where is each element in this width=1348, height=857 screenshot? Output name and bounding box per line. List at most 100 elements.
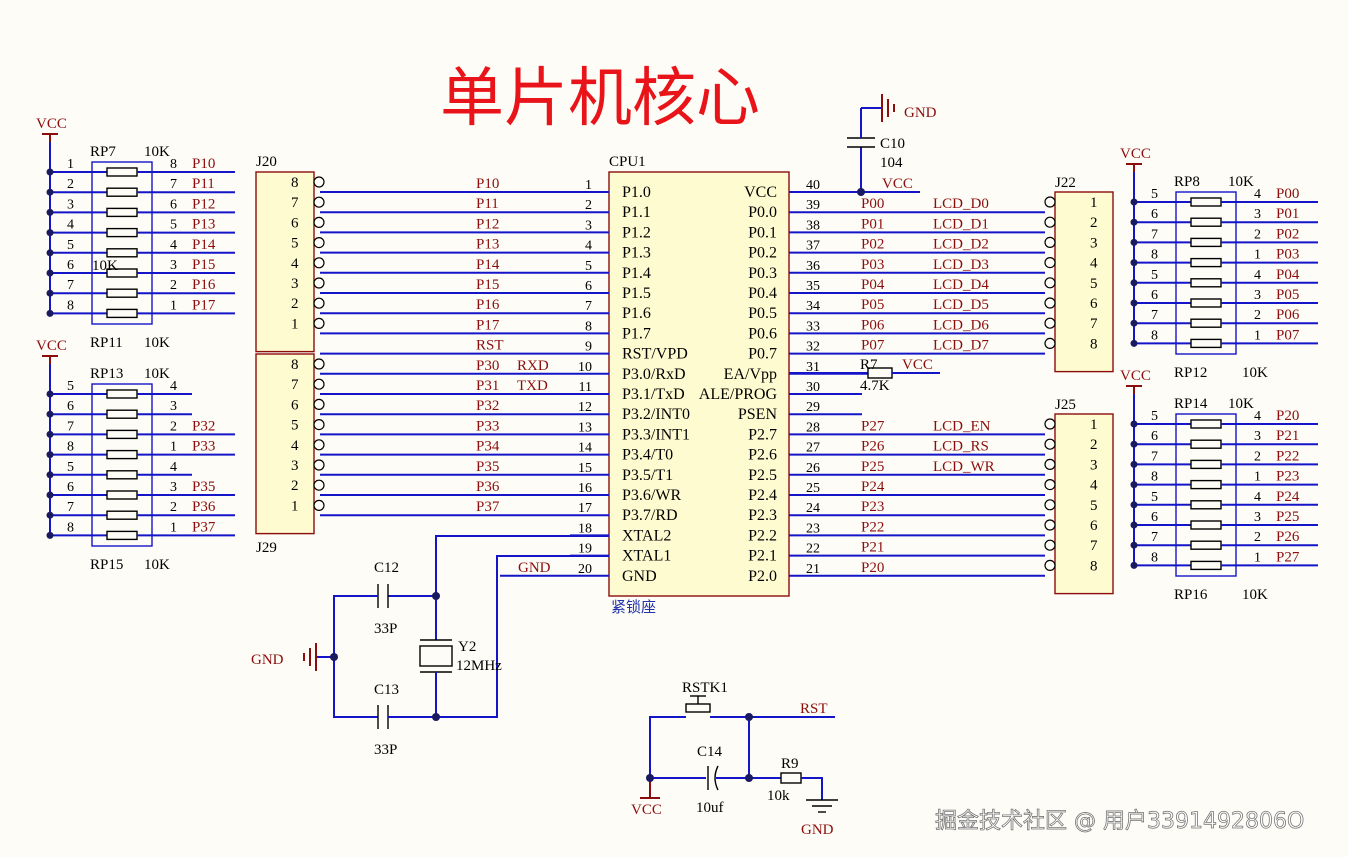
mcu-pin-number: 35 xyxy=(806,279,820,294)
resistor-net: P25 xyxy=(1276,509,1299,525)
junction-dot xyxy=(46,229,54,237)
mcu-pin-name: P1.1 xyxy=(622,204,651,221)
r7-vcc: VCC xyxy=(902,357,933,373)
mcu-right-net: P22 xyxy=(861,519,884,535)
rstk1-label: RSTK1 xyxy=(682,680,728,696)
mcu-pin-number: 26 xyxy=(806,461,820,476)
mcu-pin-number: 25 xyxy=(806,481,820,496)
resistor-pin-right: 4 xyxy=(1254,490,1261,505)
resistor-net: P26 xyxy=(1276,529,1300,545)
connector-pin-number: 7 xyxy=(291,377,299,393)
mcu-left-net: P37 xyxy=(476,499,500,515)
resistor-pin-left: 5 xyxy=(67,238,74,253)
schematic-title: 单片机核心 xyxy=(440,62,760,136)
mcu-right-net2: LCD_D0 xyxy=(933,196,989,212)
resistor-element xyxy=(1190,298,1222,308)
resistor-pin-right: 3 xyxy=(1254,429,1261,444)
resistor-pin-left: 8 xyxy=(67,298,74,313)
resistor-pin-left: 7 xyxy=(1151,308,1158,323)
connector-pin-number: 6 xyxy=(291,397,299,413)
resistor-element xyxy=(1190,459,1222,470)
mcu-right-net: P04 xyxy=(861,277,885,293)
mcu-pin-name: PSEN xyxy=(738,406,778,423)
connector-pin-number: 5 xyxy=(1090,498,1098,514)
mcu-pin-name: P1.5 xyxy=(622,285,651,302)
resistor-net: P00 xyxy=(1276,186,1299,202)
mcu-pin-number: 23 xyxy=(806,521,820,536)
connector-pin-number: 6 xyxy=(1090,296,1098,312)
resistor-pack-label: RP12 xyxy=(1174,365,1207,381)
c13-label: C13 xyxy=(374,682,399,698)
junction-dot xyxy=(1130,218,1138,226)
mcu-pin-name: ALE/PROG xyxy=(699,386,778,403)
resistor-pack-body xyxy=(91,161,153,325)
junction-dot xyxy=(1130,501,1138,509)
mcu-right-net: P20 xyxy=(861,560,884,576)
mcu-pin-name: P3.3/INT1 xyxy=(622,426,690,443)
resistor-pin-left: 5 xyxy=(67,379,74,394)
resistor-net: P33 xyxy=(192,439,215,455)
junction-dot xyxy=(46,511,54,519)
junction-dot xyxy=(46,430,54,438)
mcu-left-net: P12 xyxy=(476,216,499,232)
reset-circuit: RSTK1 RST C14 10uf R9 10k VCC GND xyxy=(631,680,838,838)
resistor-pin-right: 3 xyxy=(1254,207,1261,222)
mcu-right-net: P07 xyxy=(861,338,885,354)
connector-pin-socket xyxy=(313,216,325,228)
resistor-pin-left: 5 xyxy=(1151,490,1158,505)
mcu-pin-number: 9 xyxy=(585,340,592,355)
resistor-element xyxy=(106,187,138,197)
resistor-net: P10 xyxy=(192,156,215,172)
crystal-gnd: GND xyxy=(251,652,284,668)
c10-label: C10 xyxy=(880,136,905,152)
resistor-pack-body xyxy=(1175,413,1237,577)
vcc-label: VCC xyxy=(1120,146,1151,162)
connector-pin-socket xyxy=(313,196,325,208)
resistor-net: P36 xyxy=(192,499,216,515)
resistor-element xyxy=(106,530,138,541)
decoupling-c10: GND C10 104 xyxy=(847,94,937,196)
mcu-pin-name: XTAL2 xyxy=(622,527,671,544)
resistor-pin-right: 3 xyxy=(170,258,177,273)
mcu-pin-number: 5 xyxy=(585,259,592,274)
resistor-pack-value: 10K xyxy=(144,557,170,573)
connector-pin-number: 3 xyxy=(291,458,299,474)
resistor-pin-right: 4 xyxy=(1254,187,1261,202)
connector-pin-number: 3 xyxy=(1090,235,1098,251)
resistor-pin-left: 8 xyxy=(1151,328,1158,343)
resistor-net: P24 xyxy=(1276,489,1300,505)
junction-dot xyxy=(1130,319,1138,327)
resistor-element xyxy=(1190,500,1222,510)
resistor-pin-right: 2 xyxy=(1254,449,1261,464)
rp7-mid-value: 10K xyxy=(92,258,118,274)
connector-pin-number: 2 xyxy=(1090,437,1098,453)
mcu-pin-name: EA/Vpp xyxy=(724,366,777,383)
resistor-pin-right: 4 xyxy=(170,238,177,253)
mcu-pin-number: 3 xyxy=(585,218,592,233)
resistor-pack-value: 10K xyxy=(144,335,170,351)
resistor-pack-label: RP13 xyxy=(90,366,123,382)
junction-dot xyxy=(46,289,54,297)
resistor-pin-left: 4 xyxy=(67,218,74,233)
junction-dot xyxy=(46,208,54,216)
connector-pin-socket xyxy=(1044,539,1056,551)
resistor-pin-left: 6 xyxy=(1151,429,1158,444)
resistor-element xyxy=(1190,540,1222,550)
connector-pin-number: 1 xyxy=(291,316,299,332)
resistor-pin-left: 7 xyxy=(1151,449,1158,464)
resistor-net: P17 xyxy=(192,297,216,313)
connector-pin-number: 2 xyxy=(291,478,299,494)
connector-pin-number: 4 xyxy=(291,438,299,454)
mcu-left-net2: TXD xyxy=(517,378,548,394)
resistor-element xyxy=(106,389,138,399)
resistor-pin-right: 3 xyxy=(1254,510,1261,525)
resistor-element xyxy=(1190,439,1222,449)
connector-pin-number: 4 xyxy=(1090,478,1098,494)
connector-pin-socket xyxy=(313,358,325,370)
junction-dot xyxy=(46,410,54,418)
mcu-pin-name: P1.4 xyxy=(622,265,651,282)
resistor-net: P14 xyxy=(192,237,216,253)
mcu-right-net: P23 xyxy=(861,499,884,515)
